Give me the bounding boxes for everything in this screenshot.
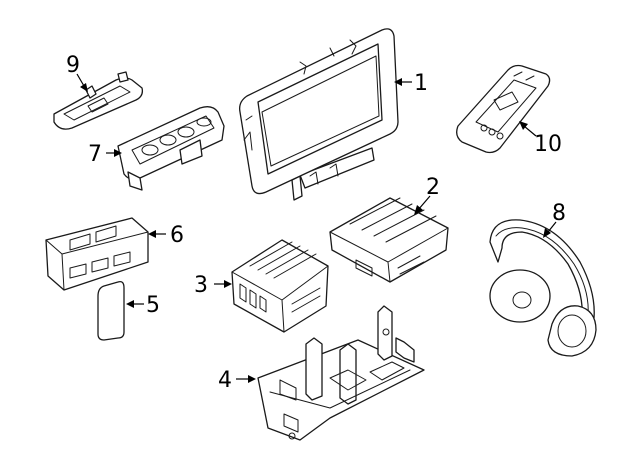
callout-7: 7 [88, 142, 102, 167]
callout-3: 3 [194, 273, 208, 298]
part-6-switch-panel [45, 217, 149, 291]
leader-8-arrow [543, 228, 551, 238]
callout-2: 2 [426, 175, 440, 200]
leader-2-arrow [414, 205, 423, 215]
callout-8: 8 [552, 201, 566, 226]
part-7-window-switch [117, 106, 225, 191]
callout-6: 6 [170, 223, 184, 248]
part-9-trim-switch [53, 71, 144, 130]
callout-9: 9 [66, 53, 80, 78]
leader-9 [76, 73, 85, 87]
callout-5: 5 [146, 293, 160, 318]
callout-1: 1 [414, 71, 428, 96]
leader-5-arrow [126, 300, 134, 308]
part-2-control-module [329, 197, 449, 283]
callout-4: 4 [218, 368, 232, 393]
part-10-remote-control [456, 64, 551, 154]
leader-10-arrow [519, 121, 528, 130]
part-8-headphones [489, 219, 597, 357]
leader-8 [547, 221, 557, 233]
leader-9-arrow [80, 83, 88, 92]
part-3-module-box [231, 239, 329, 333]
leader-3-arrow [224, 280, 232, 288]
leader-1-arrow [394, 78, 402, 86]
part-5-pad [97, 280, 125, 341]
leader-7-arrow [114, 149, 122, 157]
part-1-display-monitor [239, 28, 399, 201]
leader-10 [523, 125, 537, 137]
callout-10: 10 [534, 132, 562, 157]
part-4-mounting-bracket [257, 305, 425, 441]
leader-6-arrow [148, 230, 156, 238]
leader-4-arrow [248, 375, 256, 383]
